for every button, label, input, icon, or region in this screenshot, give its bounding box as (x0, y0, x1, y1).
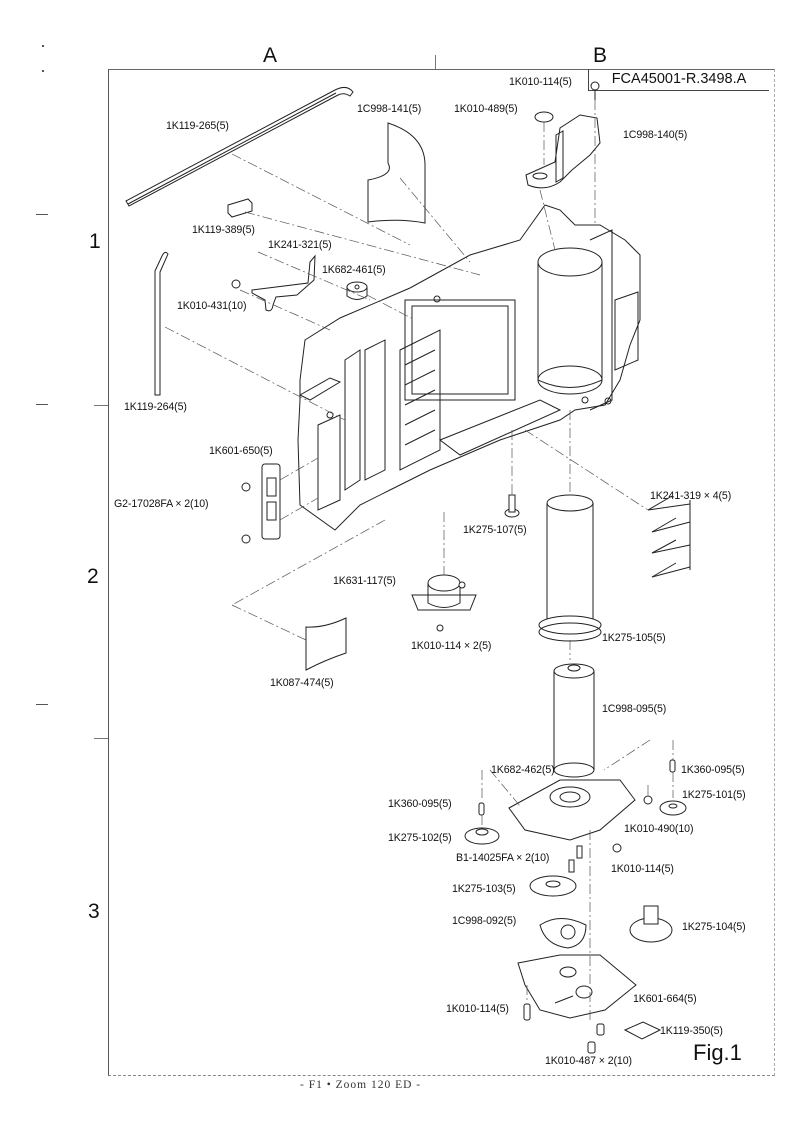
screw-icon (241, 482, 251, 492)
figure-number: Fig.1 (693, 1040, 742, 1065)
screw-icon (458, 581, 466, 589)
grid-tick-left (94, 738, 108, 739)
scan-mark (36, 214, 48, 215)
pin-icon (669, 759, 676, 773)
rod-part-icon (125, 86, 354, 207)
grid-column-a: A (263, 44, 278, 67)
screw-icon (534, 111, 554, 123)
part-label: 1C998-092(5) (452, 915, 517, 927)
part-label: 1K087-474(5) (270, 677, 334, 689)
grid-tick-left (94, 405, 108, 406)
flex-sheet-icon (367, 122, 426, 224)
scan-mark (36, 404, 48, 405)
grid-tick-top (435, 55, 436, 69)
sheet-part-icon (623, 1021, 662, 1040)
screw-icon (436, 624, 444, 632)
grid-row-1: 1 (89, 230, 101, 253)
part-label: 1K275-101(5) (682, 789, 746, 801)
part-label: 1K682-461(5) (322, 264, 386, 276)
contact-spring-icon (647, 495, 691, 578)
barrel-part-icon (538, 494, 602, 642)
grid-row-3: 3 (88, 900, 100, 923)
part-label: 1K010-114(5) (509, 76, 572, 88)
plate-part-icon (261, 463, 281, 540)
part-label: 1K275-102(5) (388, 832, 452, 844)
bottom-plate-icon (517, 954, 637, 1019)
part-label: 1K010-490(10) (624, 823, 694, 835)
gear-part-icon (504, 494, 520, 518)
document-id: FCA45001-R.3498.A (588, 69, 769, 91)
part-label: 1K360-095(5) (388, 798, 452, 810)
flex-sheet-icon (305, 617, 347, 671)
part-label: B1-14025FA × 2(10) (456, 852, 550, 864)
base-plate-icon (508, 779, 636, 841)
part-label: 1K010-431(10) (177, 300, 247, 312)
roller-part-icon (346, 281, 368, 300)
screw-icon (568, 859, 575, 873)
motor-part-icon (411, 574, 477, 611)
part-label: 1K275-103(5) (452, 883, 516, 895)
part-label: 1K010-114 × 2(5) (411, 640, 492, 652)
screw-icon (596, 1023, 605, 1036)
part-label: 1K241-321(5) (268, 239, 332, 251)
gear-part-icon (529, 875, 577, 897)
part-label: 1K119-265(5) (166, 120, 229, 132)
drawing-frame (108, 69, 775, 1076)
gear-part-icon (464, 827, 500, 845)
part-label: 1K682-462(5) (491, 764, 555, 776)
part-label: 1C998-141(5) (357, 103, 422, 115)
pin-icon (478, 802, 485, 816)
part-label: 1K119-264(5) (124, 401, 187, 413)
screw-icon (241, 534, 251, 544)
part-label: 1K601-650(5) (209, 445, 273, 457)
grid-column-b: B (593, 44, 608, 67)
screw-icon (587, 1041, 596, 1054)
part-label: 1K010-489(5) (454, 103, 518, 115)
part-label: 1K601-664(5) (633, 993, 697, 1005)
part-label: 1K241-319 × 4(5) (650, 490, 732, 502)
scan-mark (42, 45, 44, 47)
screw-icon (523, 1003, 531, 1021)
part-label: 1K275-104(5) (682, 921, 746, 933)
block-part-icon (227, 198, 253, 218)
shaft-part-icon (553, 663, 595, 778)
screw-icon (612, 843, 622, 853)
screw-icon (643, 795, 653, 805)
part-label: 1C998-140(5) (623, 129, 688, 141)
screw-icon (231, 279, 241, 289)
part-label: G2-17028FA × 2(10) (114, 498, 209, 510)
part-label: 1K010-114(5) (446, 1003, 509, 1015)
part-label: 1K010-114(5) (611, 863, 674, 875)
part-label: 1K275-107(5) (463, 524, 527, 536)
part-label: 1K275-105(5) (602, 632, 666, 644)
main-chassis-icon (297, 204, 641, 531)
part-label: 1K631-117(5) (333, 575, 396, 587)
part-label: 1K119-350(5) (660, 1025, 723, 1037)
part-label: 1K010-487 × 2(10) (545, 1055, 632, 1067)
cam-part-icon (539, 918, 587, 949)
grid-row-2: 2 (87, 565, 99, 588)
part-label: 1C998-095(5) (602, 703, 667, 715)
cover-bracket-icon (525, 114, 601, 189)
screw-icon (576, 845, 583, 859)
page-footer: - F1 • Zoom 120 ED - (300, 1079, 422, 1091)
screw-icon (590, 81, 600, 91)
part-label: 1K360-095(5) (681, 764, 745, 776)
part-label: 1K119-389(5) (192, 224, 255, 236)
gear-part-icon (659, 800, 687, 816)
scan-mark (42, 70, 44, 72)
scan-mark (36, 704, 48, 705)
gear-part-icon (629, 905, 673, 943)
rod-part-icon (154, 251, 169, 396)
bracket-part-icon (251, 254, 316, 312)
